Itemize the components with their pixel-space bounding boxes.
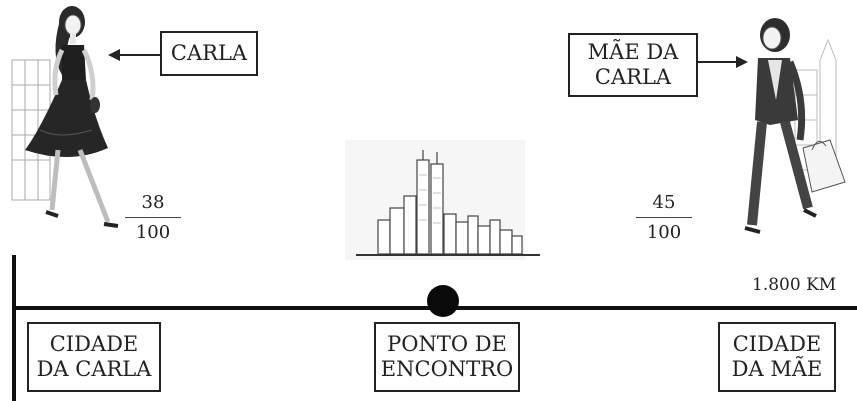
meeting-point-dot-icon bbox=[427, 285, 459, 317]
city-mae-line1: CIDADE bbox=[732, 331, 822, 356]
carla-fraction-denominator: 100 bbox=[135, 222, 171, 243]
city-mae-line2: DA MÃE bbox=[731, 357, 823, 381]
mae-fraction-denominator: 100 bbox=[646, 222, 682, 243]
city-carla-line1: CIDADE bbox=[49, 331, 139, 356]
carla-label-box: CARLA bbox=[160, 31, 258, 76]
city-skyline-icon bbox=[345, 140, 540, 260]
mae-label-box: MÃE DA CARLA bbox=[568, 33, 698, 97]
mae-fraction-bar bbox=[636, 217, 692, 218]
carla-fraction-numerator: 38 bbox=[141, 192, 165, 213]
mae-fraction: 45 100 bbox=[634, 192, 694, 243]
mae-label-line1: MÃE DA bbox=[587, 39, 679, 64]
mae-label-line2: CARLA bbox=[594, 65, 672, 89]
distance-label: 1.800 KM bbox=[752, 275, 837, 295]
carla-figure-icon bbox=[11, 6, 119, 228]
carla-label: CARLA bbox=[170, 40, 248, 65]
meeting-point-box: PONTO DE ENCONTRO bbox=[374, 322, 520, 392]
city-carla-box: CIDADE DA CARLA bbox=[27, 322, 161, 392]
city-carla-line2: DA CARLA bbox=[36, 357, 152, 381]
city-mae-box: CIDADE DA MÃE bbox=[718, 322, 836, 392]
mae-figure-icon bbox=[744, 18, 846, 234]
meeting-point-line1: PONTO DE bbox=[387, 331, 507, 356]
carla-fraction: 38 100 bbox=[123, 192, 183, 243]
mae-arrow-icon bbox=[698, 56, 748, 68]
carla-arrow-icon bbox=[108, 49, 160, 61]
carla-fraction-bar bbox=[125, 217, 181, 218]
mae-fraction-numerator: 45 bbox=[652, 192, 676, 213]
meeting-point-line2: ENCONTRO bbox=[380, 357, 514, 381]
